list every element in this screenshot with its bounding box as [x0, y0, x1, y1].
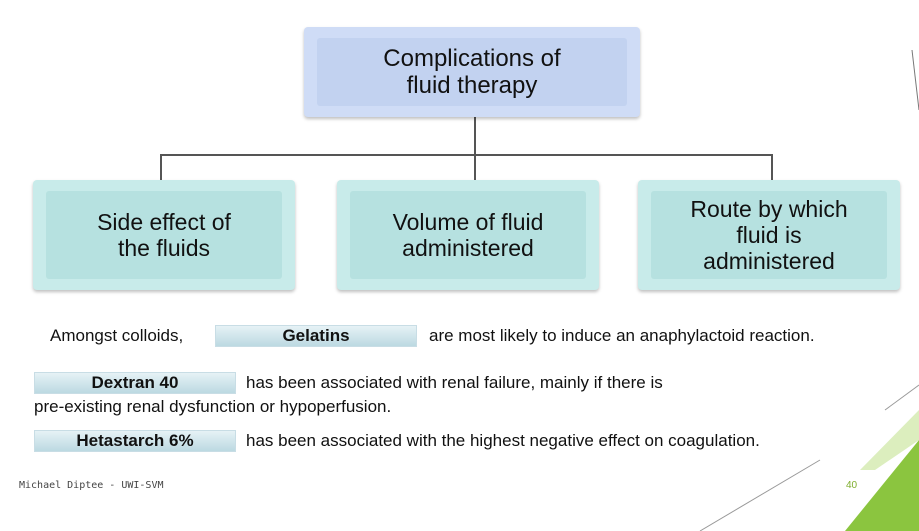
child-node-side-effects: Side effect of the fluids — [33, 180, 295, 290]
line1-prefix: Amongst colloids, — [50, 326, 184, 345]
connector-child-middle — [474, 154, 476, 180]
line2-suffix: has been associated with renal failure, … — [246, 373, 663, 392]
connector-child-right — [771, 154, 773, 180]
line3-suffix: has been associated with the highest neg… — [246, 431, 760, 450]
term-gelatins: Gelatins — [215, 325, 417, 347]
child-node-label: Route by which fluid is administered — [651, 191, 887, 279]
connector-horizontal — [160, 154, 773, 156]
connector-root-vertical — [474, 117, 476, 155]
line1-suffix: are most likely to induce an anaphylacto… — [429, 326, 815, 345]
page-number: 40 — [846, 480, 858, 491]
corner-line-3 — [699, 459, 821, 531]
connector-child-left — [160, 154, 162, 180]
corner-line-1 — [911, 49, 919, 111]
child-node-label: Side effect of the fluids — [46, 191, 282, 279]
child-node-volume: Volume of fluid administered — [337, 180, 599, 290]
child-node-label: Volume of fluid administered — [350, 191, 586, 279]
corner-line-2 — [884, 384, 919, 411]
term-dextran: Dextran 40 — [34, 372, 236, 394]
term-hetastarch: Hetastarch 6% — [34, 430, 236, 452]
line2-continuation: pre-existing renal dysfunction or hypope… — [34, 397, 392, 416]
root-node: Complications of fluid therapy — [304, 27, 640, 117]
child-node-route: Route by which fluid is administered — [638, 180, 900, 290]
root-node-label: Complications of fluid therapy — [317, 38, 627, 106]
light-green-strip — [860, 410, 919, 470]
footer-author: Michael Diptee - UWI-SVM — [19, 480, 164, 491]
